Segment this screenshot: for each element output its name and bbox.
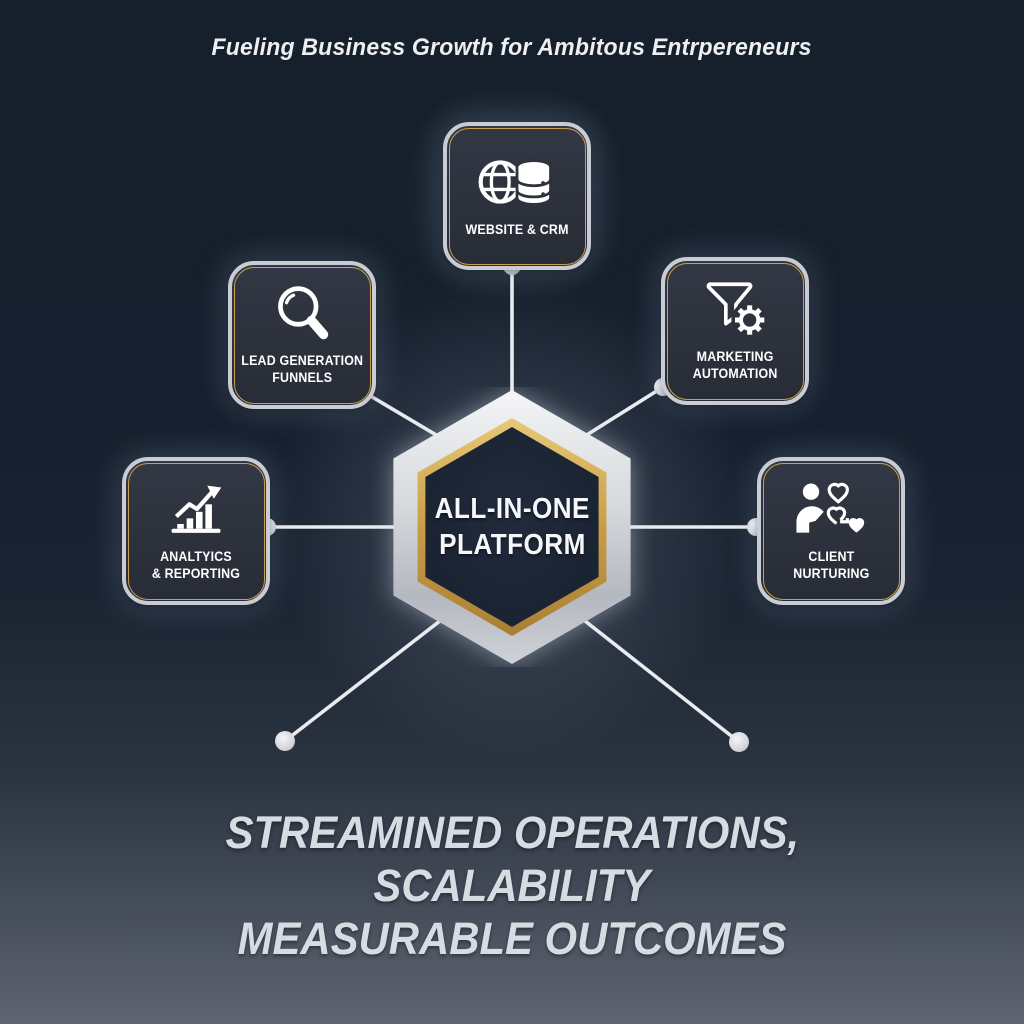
connector-lower-left	[283, 615, 447, 743]
dot-lower-left	[275, 731, 295, 751]
node-label: LEAD GENERATION FUNNELS	[241, 352, 363, 385]
node-marketing-automation: MARKETING AUTOMATION	[661, 257, 809, 405]
node-lead-generation-funnels: LEAD GENERATION FUNNELS	[228, 261, 376, 409]
globe-database-icon	[476, 154, 558, 212]
center-title-line2: PLATFORM	[438, 529, 586, 561]
center-hexagon: ALL-IN-ONE PLATFORM	[372, 387, 652, 667]
node-client-nurturing: CLIENT NURTURING	[757, 457, 905, 605]
hexagon-graphic	[393, 390, 631, 664]
footer-line-3: MEASURABLE OUTCOMES	[237, 913, 787, 964]
bar-chart-arrow-icon	[166, 481, 226, 539]
node-label: ANALTYICS & REPORTING	[151, 548, 241, 581]
magnifier-icon	[272, 285, 332, 343]
node-label: CLIENT NURTURING	[792, 548, 870, 581]
footer-headline: STREAMINED OPERATIONS, SCALABILITY MEASU…	[0, 806, 1024, 965]
node-label: MARKETING AUTOMATION	[692, 348, 778, 381]
header-tagline-text: Fueling Business Growth for Ambitous Ent…	[211, 34, 813, 61]
funnel-gear-icon	[702, 281, 768, 339]
header-tagline: Fueling Business Growth for Ambitous Ent…	[0, 34, 1024, 62]
dot-lower-right	[729, 732, 749, 752]
node-label: WEBSITE & CRM	[465, 222, 569, 237]
node-analytics-reporting: ANALTYICS & REPORTING	[122, 457, 270, 605]
footer-line-2: SCALABILITY	[373, 860, 651, 911]
center-title-line1: ALL-IN-ONE	[434, 493, 590, 525]
connector-lower-right	[578, 615, 741, 744]
connector-lines	[267, 266, 756, 744]
footer-line-1: STREAMINED OPERATIONS,	[225, 807, 799, 858]
node-website-crm: WEBSITE & CRM	[443, 122, 591, 270]
person-hearts-icon	[791, 481, 871, 539]
hexagon-inner-face	[425, 427, 599, 627]
center-title: ALL-IN-ONE PLATFORM	[372, 387, 652, 667]
